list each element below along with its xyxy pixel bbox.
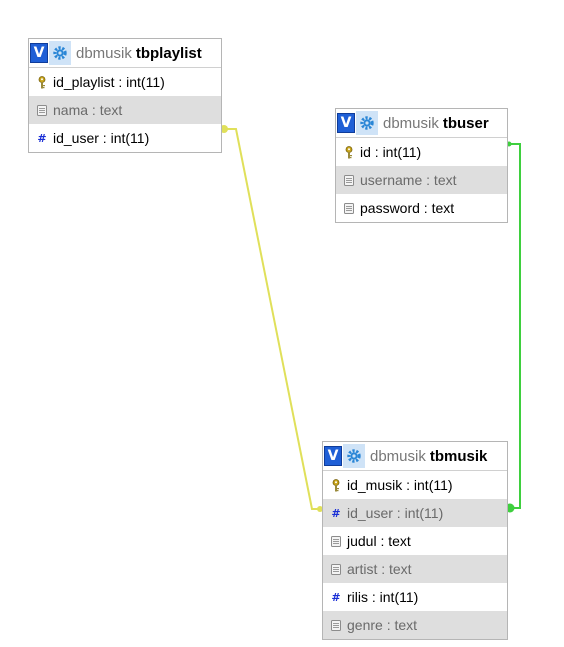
database-name: dbmusik [76,44,132,62]
column-label: id_user : int(11) [53,130,150,146]
column-label: id : int(11) [360,144,422,160]
text-field-icon [328,619,344,631]
text-field-icon [328,535,344,547]
table-name: tbplaylist [135,44,202,62]
numeric-field-icon: # [331,506,341,520]
column-row[interactable]: judul : text [323,527,507,555]
primary-key-icon [341,145,357,159]
text-field-icon [34,104,50,116]
collapse-toggle-icon[interactable]: V [30,43,48,63]
primary-key-icon [328,478,344,492]
column-label: id_playlist : int(11) [53,74,165,90]
numeric-field-icon: # [331,590,341,604]
text-field-icon [341,174,357,186]
column-label: rilis : int(11) [347,589,419,605]
gear-icon[interactable] [49,41,71,65]
column-row[interactable]: id_musik : int(11) [323,471,507,499]
primary-key-icon [34,75,50,89]
column-row[interactable]: password : text [336,194,507,222]
column-row[interactable]: username : text [336,166,507,194]
gear-icon[interactable] [343,444,365,468]
text-field-icon [328,563,344,575]
database-name: dbmusik [383,114,439,132]
column-row[interactable]: id_playlist : int(11) [29,68,221,96]
column-label: judul : text [347,533,411,549]
collapse-toggle-icon[interactable]: V [324,446,342,466]
relation-line-user-musik [509,143,521,509]
collapse-toggle-icon[interactable]: V [337,113,355,133]
column-row[interactable]: # rilis : int(11) [323,583,507,611]
relation-line-playlist-user [226,128,322,510]
column-label: id_musik : int(11) [347,477,453,493]
column-row[interactable]: nama : text [29,96,221,124]
column-row[interactable]: # id_user : int(11) [323,499,507,527]
column-label: password : text [360,200,455,216]
column-label: artist : text [347,561,412,577]
table-name: tbmusik [429,447,488,465]
gear-icon[interactable] [356,111,378,135]
column-row[interactable]: artist : text [323,555,507,583]
database-name: dbmusik [370,447,426,465]
column-label: genre : text [347,617,418,633]
numeric-field-icon: # [37,131,47,145]
table-name: tbuser [442,114,489,132]
column-label: nama : text [53,102,123,118]
text-field-icon [341,202,357,214]
column-row[interactable]: genre : text [323,611,507,639]
column-label: username : text [360,172,457,188]
column-row[interactable]: # id_user : int(11) [29,124,221,152]
column-label: id_user : int(11) [347,505,444,521]
column-row[interactable]: id : int(11) [336,138,507,166]
